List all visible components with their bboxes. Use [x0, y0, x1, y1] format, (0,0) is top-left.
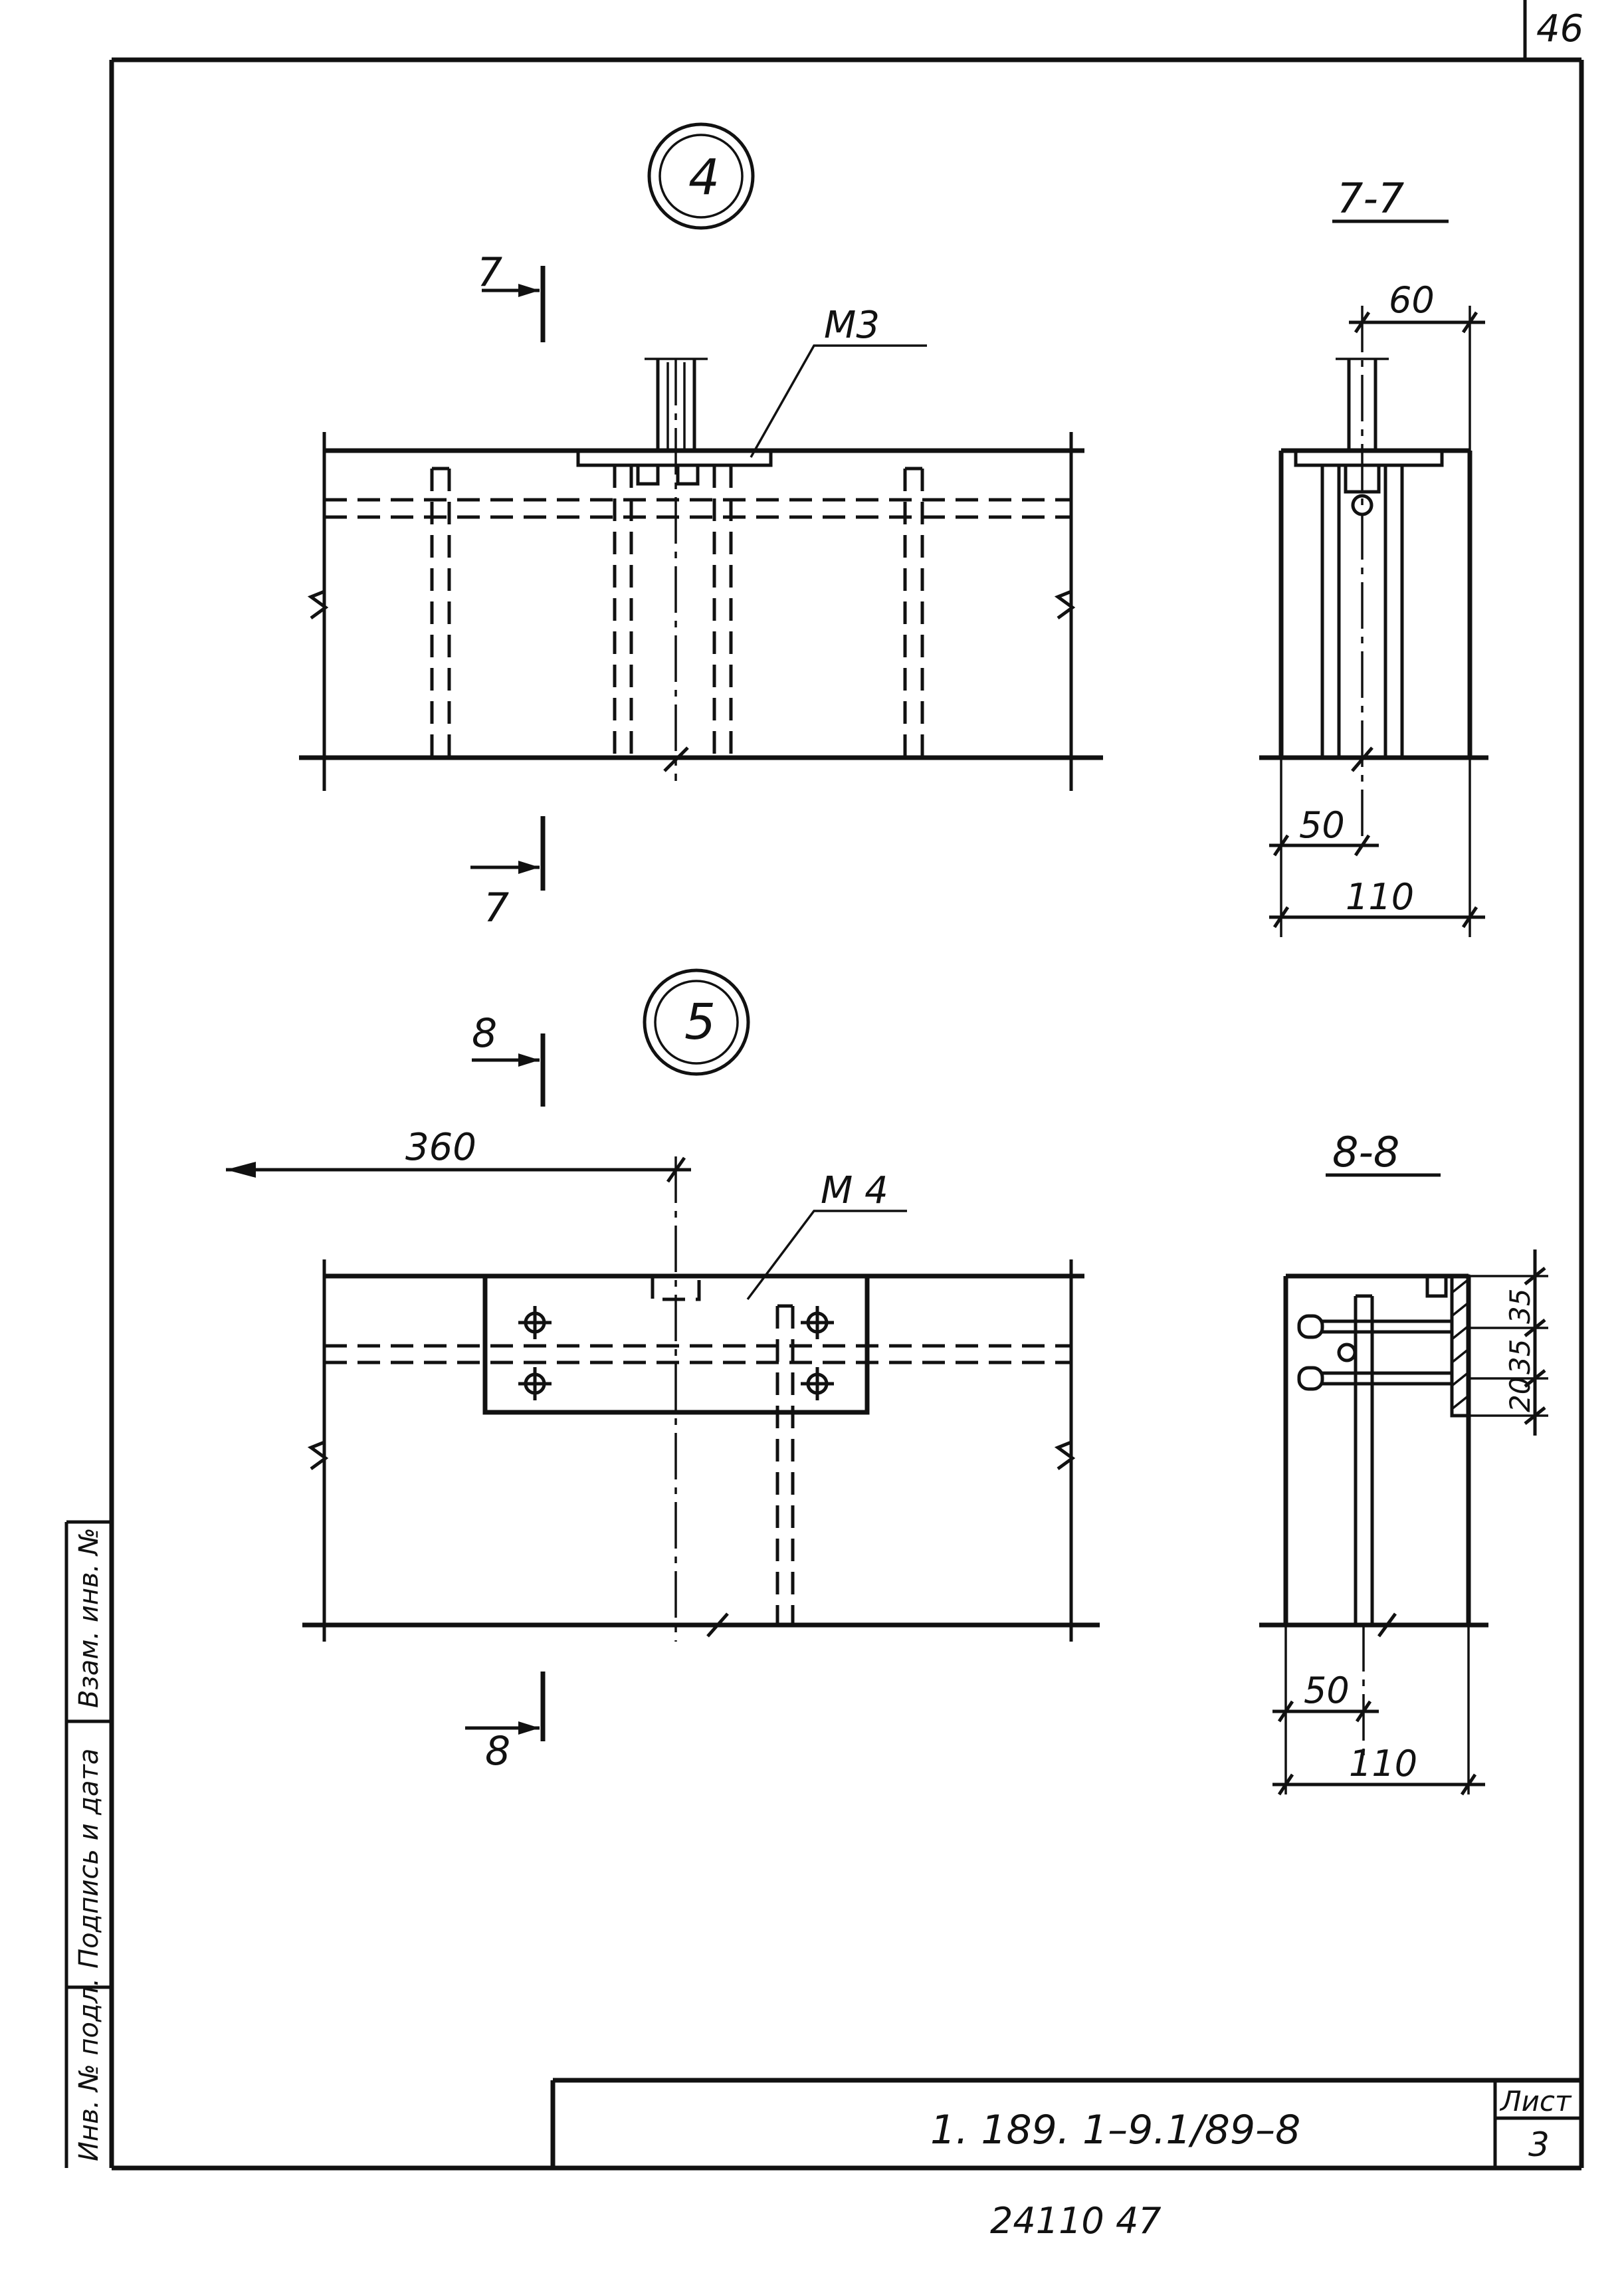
section-7-7-title: 7-7	[1337, 174, 1404, 223]
section-8-bottom-label: 8	[485, 1728, 510, 1775]
section-7-top-label: 7	[477, 249, 502, 296]
dim-8-8-110: 110	[1349, 1743, 1417, 1784]
sheet-label: Лист	[1499, 2085, 1572, 2117]
stamp-cell-signature-date: Подпись и дата	[74, 1749, 104, 1969]
node-4-marker	[647, 122, 755, 230]
title-block	[550, 2078, 1581, 2168]
side-stamp: Инв. № подл. Подпись и дата Взам. инв. №	[64, 1520, 112, 2168]
dim-8-8-50: 50	[1304, 1670, 1350, 1711]
stamp-cell-replace-inv: Взам. инв. №	[74, 1527, 104, 1708]
node-4-elevation	[299, 344, 1103, 791]
section-7-cut-bottom	[470, 816, 546, 891]
node-5-label: 5	[684, 994, 716, 1051]
section-8-cut-top	[472, 1033, 546, 1107]
dim-7-7-60: 60	[1389, 279, 1435, 321]
dim-7-7-50: 50	[1299, 804, 1345, 846]
dim-8-8-20: 20	[1504, 1377, 1536, 1412]
sheet-frame	[109, 0, 1584, 2171]
section-7-cut-top	[482, 266, 546, 342]
section-8-top-label: 8	[472, 1010, 497, 1057]
node-4-label: 4	[688, 149, 720, 206]
part-mark-m3: M3	[824, 304, 880, 347]
section-8-8-drawing	[1259, 1249, 1548, 1796]
section-7-bottom-label: 7	[484, 885, 509, 931]
node-5-marker	[643, 968, 750, 1076]
top-sheet-number: 46	[1536, 7, 1583, 51]
bottom-number: 24110 47	[990, 2200, 1162, 2242]
dim-8-8-35-top: 35	[1504, 1289, 1536, 1324]
sheet-value: 3	[1528, 2125, 1550, 2164]
node-5-elevation	[302, 1156, 1100, 1642]
section-8-cut-bottom	[465, 1672, 546, 1741]
stamp-cell-inv-no: Инв. № подл.	[74, 1978, 104, 2161]
document-code: 1. 189. 1–9.1/89–8	[930, 2107, 1300, 2153]
dim-360: 360	[405, 1126, 476, 1169]
dim-7-7-110: 110	[1346, 876, 1414, 918]
section-8-8-title: 8-8	[1332, 1128, 1399, 1176]
section-7-7-drawing	[1259, 306, 1488, 937]
dim-8-8-35-mid: 35	[1504, 1339, 1536, 1374]
part-mark-m4: M 4	[821, 1169, 888, 1212]
